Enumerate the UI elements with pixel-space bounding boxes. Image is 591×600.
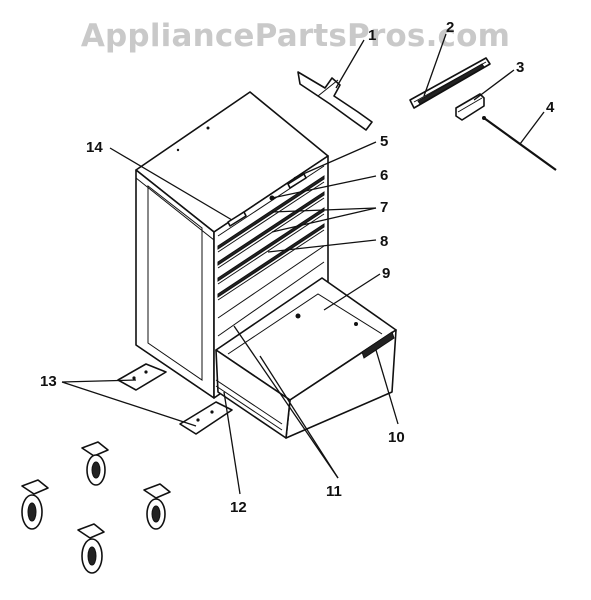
callout-labels: 1 2 3 4 5 6 7 8 9 10 11 12 13 14	[40, 19, 555, 516]
callout-9: 9	[382, 265, 390, 282]
caster	[143, 483, 171, 530]
open-drawer	[215, 277, 397, 439]
caster	[21, 479, 49, 530]
part-13-base-plates	[117, 363, 233, 435]
part-2-slide-rail	[409, 57, 491, 109]
callout-4: 4	[546, 99, 555, 116]
watermark: AppliancePartsPros.com	[80, 18, 511, 54]
caster	[77, 523, 105, 574]
tool-cabinet	[135, 91, 329, 399]
caster-wheels	[21, 441, 171, 574]
callout-14: 14	[86, 139, 103, 156]
part-3-clip	[455, 93, 485, 121]
callout-1: 1	[368, 27, 376, 44]
part-12-drawer-slide	[215, 379, 283, 431]
callout-13: 13	[40, 373, 57, 390]
callout-7: 7	[380, 199, 388, 216]
callout-8: 8	[380, 233, 388, 250]
callout-11: 11	[326, 483, 342, 500]
part-1-bracket	[297, 71, 373, 131]
callout-12: 12	[230, 499, 247, 516]
leader-lines	[61, 33, 545, 495]
part-4-rod	[482, 116, 557, 171]
callout-10: 10	[388, 429, 405, 446]
callout-5: 5	[380, 133, 388, 150]
callout-3: 3	[516, 59, 524, 76]
caster	[81, 441, 109, 486]
callout-6: 6	[380, 167, 388, 184]
callout-2: 2	[446, 19, 454, 36]
